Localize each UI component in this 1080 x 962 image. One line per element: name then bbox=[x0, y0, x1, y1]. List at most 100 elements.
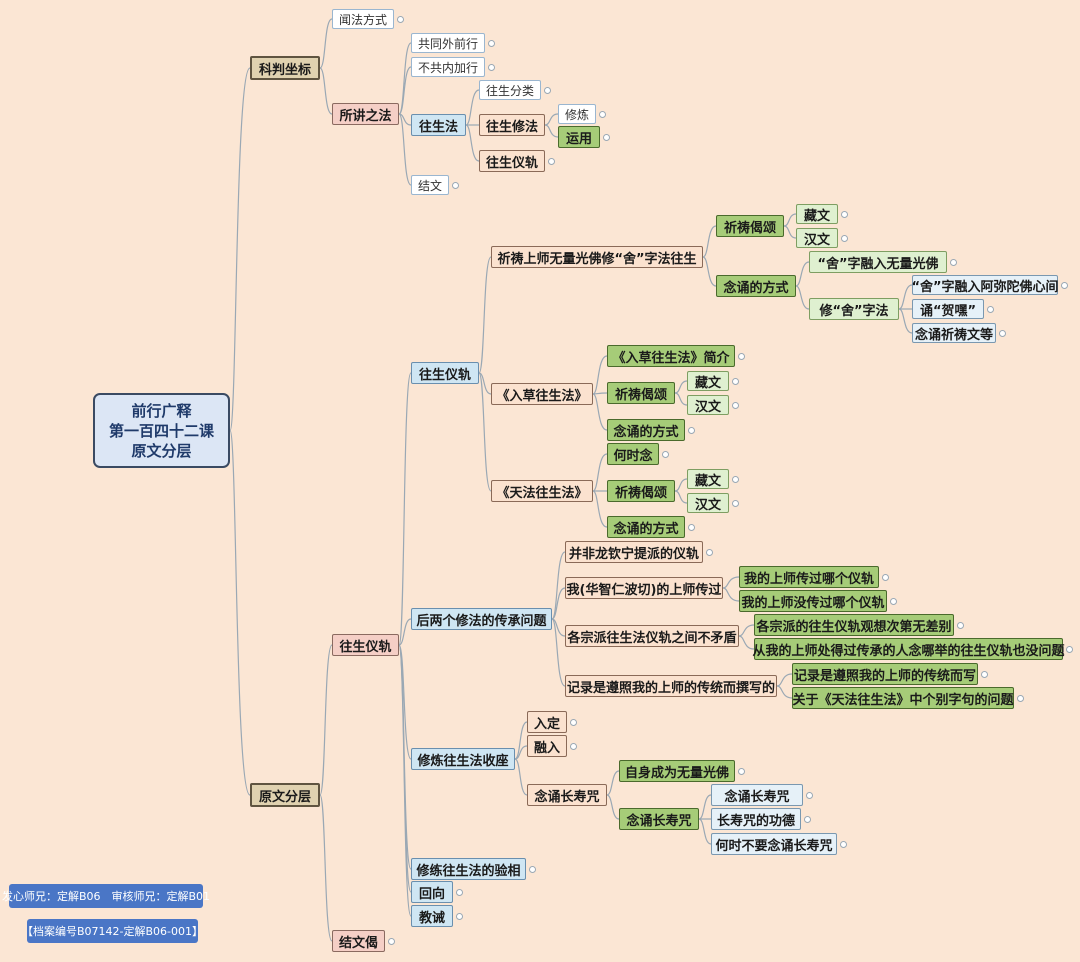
node-yi-gui[interactable]: 往生仪轨 bbox=[479, 150, 545, 172]
node-yan-xiang[interactable]: 修练往生法的验相 bbox=[411, 858, 526, 880]
node-guan-yu[interactable]: 关于《天法往生法》中个别字句的问题 bbox=[792, 687, 1014, 709]
node-guan-xiang[interactable]: 各宗派的往生仪轨观想次第无差别 bbox=[754, 614, 954, 636]
expand-toggle-icon[interactable] bbox=[452, 181, 459, 189]
expand-toggle-icon[interactable] bbox=[1066, 645, 1073, 653]
expand-toggle-icon[interactable] bbox=[732, 401, 739, 409]
root-topic[interactable]: 前行广释 第一百四十二课 原文分层 bbox=[93, 393, 230, 468]
expand-toggle-icon[interactable] bbox=[488, 63, 495, 71]
node-he-shi-bu[interactable]: 何时不要念诵长寿咒 bbox=[711, 833, 837, 855]
expand-toggle-icon[interactable] bbox=[738, 767, 745, 775]
expand-toggle-icon[interactable] bbox=[388, 937, 395, 945]
node-tf-nian[interactable]: 念诵的方式 bbox=[607, 516, 685, 538]
node-ji-lu2[interactable]: 记录是遵照我的上师的传统而写 bbox=[792, 663, 978, 685]
expand-toggle-icon[interactable] bbox=[662, 450, 669, 458]
expand-toggle-icon[interactable] bbox=[732, 475, 739, 483]
expand-toggle-icon[interactable] bbox=[1061, 281, 1068, 289]
expand-toggle-icon[interactable] bbox=[732, 499, 739, 507]
node-wo-hua[interactable]: 我(华智仁波切)的上师传过 bbox=[565, 577, 723, 599]
node-xiu-shou[interactable]: 修炼往生法收座 bbox=[411, 748, 515, 770]
node-song-he[interactable]: 诵“贺嘿” bbox=[912, 299, 984, 319]
node-gong-tong[interactable]: 共同外前行 bbox=[411, 33, 485, 53]
node-tf-zang[interactable]: 藏文 bbox=[687, 469, 729, 489]
node-cong-wo[interactable]: 从我的上师处得过传承的人念哪举的往生仪轨也没问题 bbox=[753, 638, 1065, 660]
node-rc-nian[interactable]: 念诵的方式 bbox=[607, 419, 685, 441]
node-nian-chang-c[interactable]: 念诵长寿咒 bbox=[711, 784, 803, 806]
node-chuan-guo[interactable]: 我的上师传过哪个仪轨 bbox=[739, 566, 879, 588]
node-zi-shen[interactable]: 自身成为无量光佛 bbox=[619, 760, 735, 782]
expand-toggle-icon[interactable] bbox=[806, 791, 813, 799]
branch-ke-pan[interactable]: 科判坐标 bbox=[250, 56, 320, 80]
expand-toggle-icon[interactable] bbox=[841, 234, 848, 242]
node-qd-jisong[interactable]: 祈祷偈颂 bbox=[716, 215, 784, 237]
node-xiu-she[interactable]: 修“舍”字法 bbox=[809, 298, 899, 320]
node-rong-ru[interactable]: 融入 bbox=[527, 735, 567, 757]
expand-toggle-icon[interactable] bbox=[950, 258, 957, 266]
node-tf-jisong[interactable]: 祈祷偈颂 bbox=[607, 480, 675, 502]
expand-toggle-icon[interactable] bbox=[456, 912, 463, 920]
node-wen-fa[interactable]: 闻法方式 bbox=[332, 9, 394, 29]
expand-toggle-icon[interactable] bbox=[804, 815, 811, 823]
expand-toggle-icon[interactable] bbox=[1017, 694, 1024, 702]
node-nian-chang-a[interactable]: 念诵长寿咒 bbox=[527, 784, 607, 806]
node-suo-jiang[interactable]: 所讲之法 bbox=[332, 103, 399, 125]
node-fen-lei[interactable]: 往生分类 bbox=[479, 80, 541, 100]
expand-toggle-icon[interactable] bbox=[548, 157, 555, 165]
expand-toggle-icon[interactable] bbox=[599, 110, 606, 118]
node-qd-zang[interactable]: 藏文 bbox=[796, 204, 838, 224]
node-nian-song-a[interactable]: 念诵的方式 bbox=[716, 275, 796, 297]
node-rc-jisong[interactable]: 祈祷偈颂 bbox=[607, 382, 675, 404]
expand-toggle-icon[interactable] bbox=[999, 329, 1006, 337]
node-ge-zong[interactable]: 各宗派往生法仪轨之间不矛盾 bbox=[565, 625, 739, 647]
expand-toggle-icon[interactable] bbox=[840, 840, 847, 848]
node-bing-fei[interactable]: 并非龙钦宁提派的仪轨 bbox=[565, 541, 703, 563]
expand-toggle-icon[interactable] bbox=[570, 718, 577, 726]
node-rc-zang[interactable]: 藏文 bbox=[687, 371, 729, 391]
node-gong-de[interactable]: 长寿咒的功德 bbox=[711, 808, 801, 830]
expand-toggle-icon[interactable] bbox=[603, 133, 610, 141]
expand-toggle-icon[interactable] bbox=[957, 621, 964, 629]
expand-toggle-icon[interactable] bbox=[397, 15, 404, 23]
node-tf-han[interactable]: 汉文 bbox=[687, 493, 729, 513]
expand-toggle-icon[interactable] bbox=[732, 377, 739, 385]
node-ru-ding[interactable]: 入定 bbox=[527, 711, 567, 733]
node-bu-gong[interactable]: 不共内加行 bbox=[411, 57, 485, 77]
expand-toggle-icon[interactable] bbox=[738, 352, 745, 360]
node-yi-gui-sub[interactable]: 往生仪轨 bbox=[411, 362, 479, 384]
node-jie-wen-ji[interactable]: 结文偈 bbox=[332, 930, 385, 952]
node-mei-chuan[interactable]: 我的上师没传过哪个仪轨 bbox=[739, 590, 887, 612]
expand-toggle-icon[interactable] bbox=[688, 523, 695, 531]
node-yi-gui-main[interactable]: 往生仪轨 bbox=[332, 634, 399, 656]
node-she-rong[interactable]: “舍”字融入无量光佛 bbox=[809, 251, 947, 273]
expand-toggle-icon[interactable] bbox=[488, 39, 495, 47]
node-jiao-jie[interactable]: 教诫 bbox=[411, 905, 453, 927]
branch-yuan-wen[interactable]: 原文分层 bbox=[250, 783, 320, 807]
node-she-rong2[interactable]: “舍”字融入阿弥陀佛心间 bbox=[911, 275, 1059, 295]
node-qi-dao[interactable]: 祈祷上师无量光佛修“舍”字法往生 bbox=[491, 246, 703, 268]
node-nian-chang-b[interactable]: 念诵长寿咒 bbox=[619, 808, 699, 830]
expand-toggle-icon[interactable] bbox=[890, 597, 897, 605]
expand-toggle-icon[interactable] bbox=[570, 742, 577, 750]
expand-toggle-icon[interactable] bbox=[688, 426, 695, 434]
expand-toggle-icon[interactable] bbox=[987, 305, 994, 313]
node-hou-liang[interactable]: 后两个修法的传承问题 bbox=[411, 608, 552, 630]
node-he-shi[interactable]: 何时念 bbox=[607, 443, 659, 465]
expand-toggle-icon[interactable] bbox=[882, 573, 889, 581]
node-wang-sheng-fa[interactable]: 往生法 bbox=[411, 114, 466, 136]
expand-toggle-icon[interactable] bbox=[544, 86, 551, 94]
node-nian-wen[interactable]: 念诵祈祷文等 bbox=[912, 323, 996, 343]
node-yun-yong[interactable]: 运用 bbox=[558, 126, 600, 148]
node-hui-xiang[interactable]: 回向 bbox=[411, 881, 453, 903]
expand-toggle-icon[interactable] bbox=[981, 670, 988, 678]
node-xiu-fa[interactable]: 往生修法 bbox=[479, 114, 545, 136]
expand-toggle-icon[interactable] bbox=[841, 210, 848, 218]
node-qd-han[interactable]: 汉文 bbox=[796, 228, 838, 248]
node-ru-cao[interactable]: 《入草往生法》 bbox=[491, 383, 593, 405]
node-jie-wen[interactable]: 结文 bbox=[411, 175, 449, 195]
expand-toggle-icon[interactable] bbox=[456, 888, 463, 896]
expand-toggle-icon[interactable] bbox=[706, 548, 713, 556]
node-tian-fa[interactable]: 《天法往生法》 bbox=[491, 480, 593, 502]
node-rc-han[interactable]: 汉文 bbox=[687, 395, 729, 415]
expand-toggle-icon[interactable] bbox=[529, 865, 536, 873]
node-ru-cao-jian[interactable]: 《入草往生法》简介 bbox=[607, 345, 735, 367]
node-ji-lu[interactable]: 记录是遵照我的上师的传统而撰写的 bbox=[565, 675, 777, 697]
